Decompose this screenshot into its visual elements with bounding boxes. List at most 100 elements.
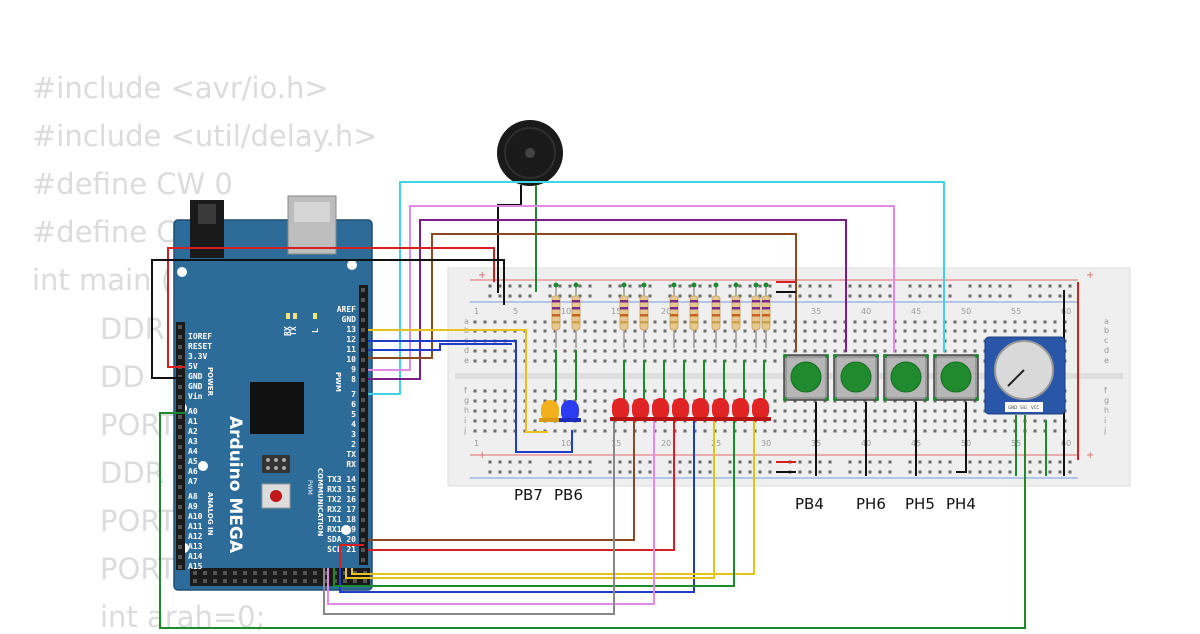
bb-rail-hole xyxy=(1008,294,1012,298)
header-hole xyxy=(203,579,207,583)
bb-hole xyxy=(823,409,827,413)
bb-rail-hole xyxy=(528,470,532,474)
bb-rail-hole xyxy=(678,284,682,288)
bb-rail-hole xyxy=(558,294,562,298)
bb-hole xyxy=(1033,329,1037,333)
bb-rail-hole xyxy=(698,294,702,298)
bb-hole xyxy=(693,329,697,333)
pin-label: A15 xyxy=(188,562,203,571)
pin-label: 3.3V xyxy=(188,352,207,361)
mounting-hole xyxy=(198,461,208,471)
bb-rail-hole xyxy=(818,470,822,474)
bb-hole xyxy=(573,329,577,333)
header-hole xyxy=(353,579,357,583)
resistor-band xyxy=(690,307,698,310)
push-button[interactable] xyxy=(883,354,929,401)
led-rim xyxy=(539,418,561,422)
header-hole xyxy=(178,355,182,359)
wire-led-yellow xyxy=(345,420,715,579)
push-button[interactable] xyxy=(933,354,979,401)
led-body xyxy=(561,400,579,422)
analog-section-label: ANALOG IN xyxy=(206,492,214,536)
bb-rail-hole xyxy=(508,294,512,298)
bb-rail-hole xyxy=(978,294,982,298)
wire-led-red-short xyxy=(339,544,364,568)
bb-rail-hole xyxy=(708,460,712,464)
led-body xyxy=(652,398,669,420)
bb-rail-hole xyxy=(848,470,852,474)
mounting-hole xyxy=(177,267,187,277)
bb-hole xyxy=(863,339,867,343)
left-pin-labels: IOREFRESET3.3V5VGNDGNDVinA0A1A2A3A4A5A6A… xyxy=(188,332,212,571)
button-cap[interactable] xyxy=(790,361,822,393)
bb-hole xyxy=(933,329,937,333)
led-body xyxy=(612,398,629,420)
button-cap[interactable] xyxy=(890,361,922,393)
bb-rail-hole xyxy=(488,470,492,474)
bb-hole xyxy=(1003,429,1007,433)
bb-rail-hole xyxy=(748,470,752,474)
led-rim xyxy=(710,417,731,421)
bb-hole xyxy=(773,359,777,363)
bb-rail-hole xyxy=(628,470,632,474)
bb-hole xyxy=(803,409,807,413)
bb-hole xyxy=(853,399,857,403)
button-cap[interactable] xyxy=(840,361,872,393)
bb-rail-hole xyxy=(678,460,682,464)
bb-hole xyxy=(963,349,967,353)
led-label-tx: TX xyxy=(289,326,298,336)
pin-label: TX3 14 xyxy=(327,475,356,484)
bottom-header xyxy=(190,568,370,586)
resistor-band xyxy=(752,300,760,303)
resistor-lead-end xyxy=(753,282,759,288)
push-button[interactable] xyxy=(833,354,879,401)
bb-rail-hole xyxy=(988,294,992,298)
code-line: #define C xyxy=(32,215,177,249)
bb-hole xyxy=(603,349,607,353)
led-tx xyxy=(286,313,290,319)
resistor-band xyxy=(640,314,648,317)
bb-rail-hole xyxy=(688,284,692,288)
bb-rail-hole xyxy=(878,294,882,298)
button-cap[interactable] xyxy=(940,361,972,393)
bb-hole xyxy=(983,329,987,333)
row-letter: f xyxy=(1104,386,1107,395)
bb-hole xyxy=(503,419,507,423)
bb-rail-hole xyxy=(758,284,762,288)
bb-rail-hole xyxy=(988,470,992,474)
bb-rail-hole xyxy=(928,294,932,298)
bb-hole xyxy=(963,399,967,403)
bb-hole xyxy=(573,399,577,403)
bb-rail-hole xyxy=(608,470,612,474)
bb-hole xyxy=(833,429,837,433)
bb-hole xyxy=(583,320,587,324)
bb-hole xyxy=(533,329,537,333)
bb-rail-hole xyxy=(968,284,972,288)
resistor-band xyxy=(762,307,770,310)
bb-hole xyxy=(563,349,567,353)
bb-hole xyxy=(563,320,567,324)
bb-hole xyxy=(473,409,477,413)
label-pb6: PB6 xyxy=(554,486,583,504)
header-hole xyxy=(313,579,317,583)
bb-rail-hole xyxy=(868,460,872,464)
button-leg xyxy=(933,397,937,401)
header-hole xyxy=(361,288,365,292)
header-hole xyxy=(178,345,182,349)
bb-hole xyxy=(583,409,587,413)
bb-hole xyxy=(913,329,917,333)
code-line: int arah=0; xyxy=(100,600,266,634)
bb-rail-hole xyxy=(518,470,522,474)
push-button[interactable] xyxy=(783,354,829,401)
bb-rail-hole xyxy=(588,460,592,464)
bb-hole xyxy=(873,429,877,433)
bb-hole xyxy=(703,329,707,333)
bb-hole xyxy=(903,339,907,343)
bb-hole xyxy=(683,339,687,343)
bb-hole xyxy=(753,329,757,333)
bb-hole xyxy=(983,429,987,433)
resistor-band xyxy=(670,314,678,317)
row-letter: f xyxy=(464,386,467,395)
red-leds xyxy=(610,398,771,421)
bb-hole xyxy=(533,359,537,363)
